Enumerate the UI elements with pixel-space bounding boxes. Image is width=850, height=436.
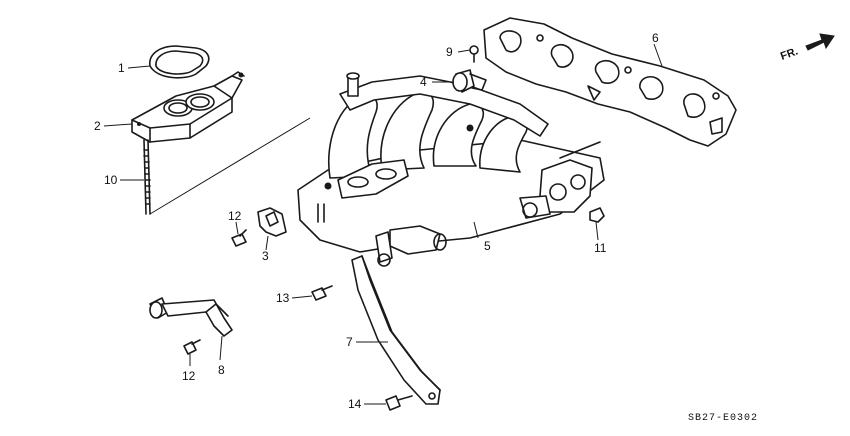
front-direction-label: FR. <box>779 45 800 62</box>
part-2-throttle-body <box>131 71 245 143</box>
callout-2: 2 <box>94 119 101 133</box>
part-10-stud-bolt <box>143 139 151 215</box>
part-12-bolt-lower <box>183 339 201 355</box>
part-6-manifold-gasket <box>483 17 737 147</box>
callout-12-lower: 12 <box>182 369 196 383</box>
part-8-bracket <box>149 297 233 337</box>
callout-1: 1 <box>118 61 125 75</box>
callout-labels: 1 2 10 4 9 6 5 11 3 12 13 7 8 12 14 <box>94 31 659 411</box>
callout-3: 3 <box>262 249 269 263</box>
leader-lines <box>103 43 663 405</box>
part-7-stay <box>351 255 441 405</box>
callout-5: 5 <box>484 239 491 253</box>
part-5-intake-manifold <box>297 72 605 267</box>
callout-8: 8 <box>218 363 225 377</box>
diagram-code: SB27-E0302 <box>688 413 758 424</box>
callout-7: 7 <box>346 335 353 349</box>
part-13-bolt <box>311 285 333 301</box>
callout-6: 6 <box>652 31 659 45</box>
callout-13: 13 <box>276 291 290 305</box>
part-1-gasket <box>149 45 210 79</box>
part-9-bolt <box>469 45 479 63</box>
part-3-bracket <box>257 207 287 237</box>
part-4-fitting <box>452 69 487 93</box>
callout-9: 9 <box>446 45 453 59</box>
part-14-bolt <box>385 395 413 411</box>
stud-to-manifold-line <box>149 117 311 215</box>
part-11-nut <box>589 207 605 223</box>
callout-4: 4 <box>420 75 427 89</box>
callout-11: 11 <box>594 241 607 255</box>
front-direction-arrow-icon <box>805 33 835 51</box>
callout-12-upper: 12 <box>228 209 242 223</box>
callout-10: 10 <box>104 173 118 187</box>
part-12-bolt-upper <box>231 229 247 247</box>
front-direction-indicator: FR. <box>779 33 835 63</box>
callout-14: 14 <box>348 397 362 411</box>
